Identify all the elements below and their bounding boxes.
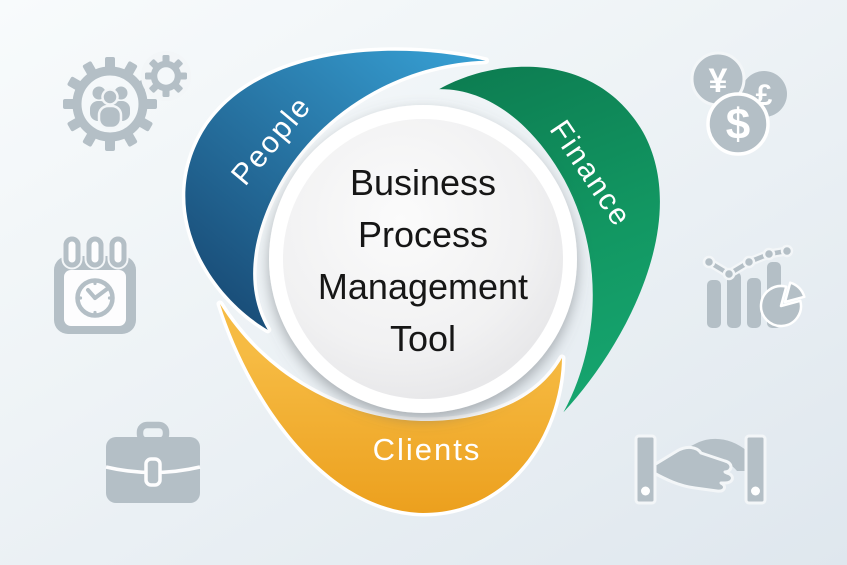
title-line-4: Tool [389,318,457,359]
briefcase-buckle [144,457,162,487]
dollar-symbol: $ [726,100,750,149]
title-line-2: Process [357,214,489,255]
calendar-clock-icon [54,236,136,334]
trend-line [702,244,794,281]
front-hand [652,445,734,493]
currency-coins-icon: £ ¥ $ [690,51,787,156]
small-gear [141,51,191,101]
yen-symbol: ¥ [709,62,728,100]
clients-petal [216,300,566,517]
title-line-3: Management [317,266,529,307]
finance-petal [439,66,660,413]
binder-rings [61,236,129,270]
pie-chart [759,281,806,328]
dollar-coin [706,92,770,156]
page-title: Business Process Management Tool [258,157,588,365]
analytics-chart-icon [702,244,806,328]
briefcase-icon [105,421,201,503]
clock [75,278,115,318]
triskelion-diagram [181,47,660,517]
team-gears-icon [63,51,191,151]
team-silhouettes [90,86,130,130]
clients-label: Clients [372,432,482,467]
sleeves [634,434,767,505]
title-line-1: Business [349,162,497,203]
people-petal [181,47,490,334]
handshake-icon [634,434,767,505]
center-disc [283,119,563,399]
